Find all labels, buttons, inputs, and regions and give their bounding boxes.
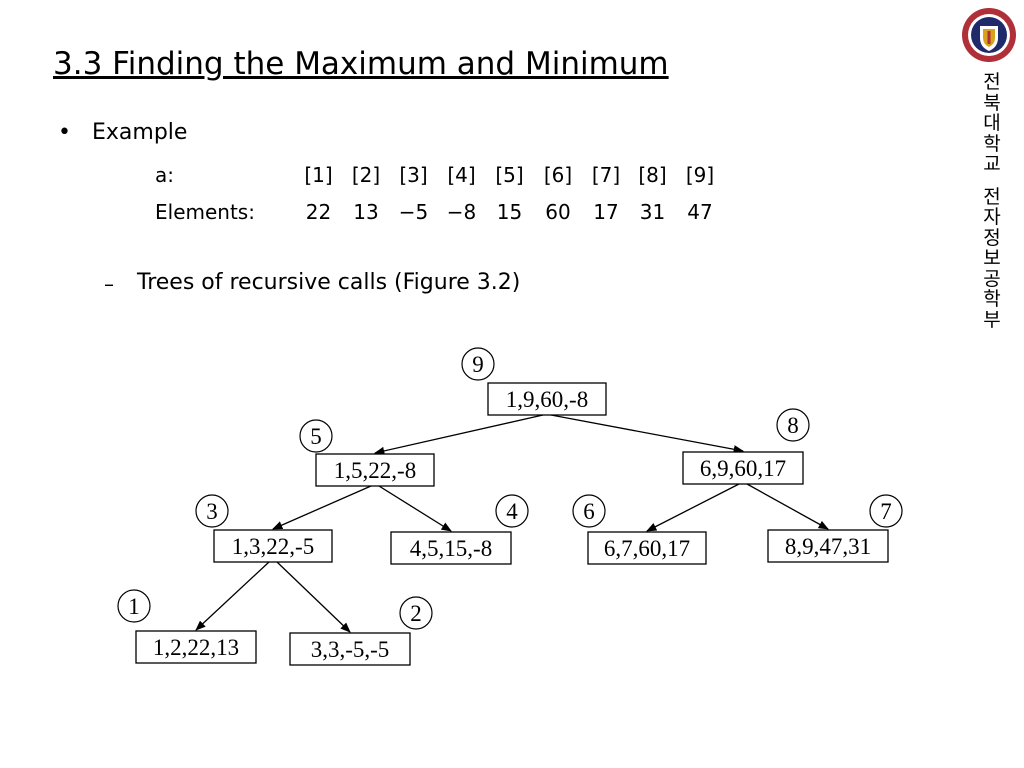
tree-node-label: 6,7,60,17: [604, 536, 690, 561]
call-order-circle: [117, 589, 151, 623]
call-order-circle: [461, 347, 495, 381]
university-char: 자: [983, 206, 1001, 228]
slide-title: 3.3 Finding the Maximum and Minimum: [53, 46, 669, 82]
tree-node-label: 3,3,-5,-5: [311, 637, 390, 662]
university-char: 전: [983, 185, 1001, 208]
tree-node-label: 8,9,47,31: [785, 534, 871, 559]
call-order-circle: [572, 494, 606, 528]
tree-edge-n9-n8: [550, 414, 745, 454]
index-cell-3: [3]: [399, 163, 428, 187]
tree-node-box: [682, 451, 804, 485]
index-cell-1: [1]: [304, 163, 333, 187]
tree-edge-n8-n6: [646, 483, 740, 532]
tree-node-box: [213, 529, 333, 563]
tree-node-box: [390, 531, 512, 565]
sub-bullet-text: Trees of recursive calls (Figure 3.2): [137, 270, 521, 295]
element-cell-5: 15: [496, 200, 523, 224]
index-cell-2: [2]: [351, 163, 381, 187]
element-cell-2: 13: [353, 200, 379, 224]
example-heading: Example: [92, 120, 188, 145]
tree-node-label: 1,9,60,-8: [506, 387, 588, 412]
tree-node-label: 4,5,15,-8: [410, 536, 492, 561]
university-seal-logo: [962, 8, 1016, 62]
tree-node-label: 1,5,22,-8: [334, 458, 416, 483]
index-row: [1] [2] [3] [4] [5] [6] [7] [8] [9]: [295, 163, 724, 187]
index-label: a:: [155, 163, 174, 187]
university-char: 북: [983, 91, 1001, 114]
university-char: 부: [983, 308, 1001, 331]
call-order-circle: [869, 494, 903, 528]
tree-edge-n5-n3: [272, 485, 372, 530]
call-order-circle: [776, 408, 810, 442]
tree-node-label: 1,3,22,-5: [232, 534, 314, 559]
index-cell-4: [4]: [447, 163, 476, 187]
tree-edge-n9-n5: [373, 414, 544, 455]
call-order-number: 5: [310, 424, 322, 449]
university-char: 보: [983, 247, 1001, 269]
university-char: 대: [983, 112, 1001, 134]
bullet-marker: •: [58, 120, 71, 145]
university-char: 전: [983, 71, 1001, 93]
call-order-circle: [299, 419, 333, 453]
call-order-circle: [495, 494, 529, 528]
tree-edge-n3-n2: [276, 561, 351, 633]
sub-bullet-dash: –: [104, 272, 114, 296]
elements-row: 22 13 −5 −8 15 60 17 31 47: [295, 200, 724, 224]
element-cell-7: 17: [593, 200, 619, 224]
tree-edge-n5-n4: [378, 485, 452, 532]
call-order-number: 2: [410, 601, 422, 626]
call-order-number: 9: [472, 352, 484, 377]
call-order-circle: [195, 494, 229, 528]
call-order-circle: [399, 596, 433, 630]
tree-node-box: [487, 382, 607, 416]
university-char: 교: [983, 153, 1001, 175]
tree-node-box: [135, 630, 257, 664]
element-cell-6: 60: [545, 200, 571, 224]
tree-node-box: [767, 529, 889, 563]
tree-node-label: 6,9,60,17: [700, 456, 786, 481]
university-char: 학: [983, 132, 1001, 155]
element-cell-1: 22: [305, 200, 332, 224]
tree-node-box: [315, 453, 435, 487]
tree-node-label: 1,2,22,13: [153, 635, 239, 660]
tree-edge-n8-n7: [746, 483, 829, 530]
tree-node-box: [289, 632, 411, 666]
call-order-number: 3: [206, 499, 218, 524]
call-order-number: 7: [880, 499, 892, 524]
element-cell-3: −5: [398, 200, 429, 224]
element-cell-9: 47: [687, 200, 713, 224]
index-cell-6: [6]: [543, 163, 573, 187]
university-char: 공: [983, 267, 1001, 290]
element-cell-4: −8: [446, 200, 477, 224]
index-cell-5: [5]: [495, 163, 524, 187]
call-order-number: 1: [128, 594, 140, 619]
tree-edge-n3-n1: [195, 561, 270, 631]
university-char: 정: [983, 226, 1001, 249]
elements-label: Elements:: [155, 200, 255, 224]
university-char: 학: [983, 288, 1001, 310]
tree-node-box: [587, 531, 707, 565]
call-order-number: 8: [787, 413, 799, 438]
element-cell-8: 31: [639, 200, 666, 224]
index-cell-9: [9]: [685, 163, 715, 187]
call-order-number: 6: [583, 499, 595, 524]
call-order-number: 4: [506, 499, 518, 524]
index-cell-7: [7]: [591, 163, 621, 187]
index-cell-8: [8]: [638, 163, 667, 187]
